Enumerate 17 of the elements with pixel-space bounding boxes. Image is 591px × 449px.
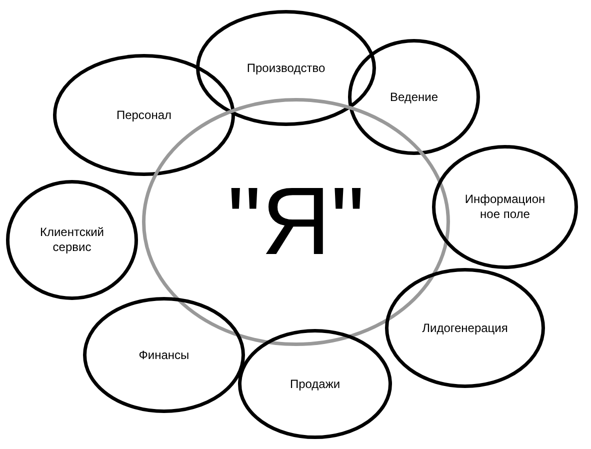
- ellipse-node: [6, 180, 138, 300]
- node-label: Продажи: [290, 376, 340, 392]
- ellipse-node: [53, 54, 235, 176]
- node-label: Персонал: [116, 108, 172, 122]
- node-label: Финансы: [138, 348, 190, 362]
- node-label: Клиентский сервис: [38, 225, 105, 255]
- center-label: "Я": [227, 174, 365, 270]
- ellipse-node: [238, 329, 392, 439]
- ellipse-node: [196, 10, 376, 126]
- ellipse-node: [385, 268, 545, 388]
- node-label: Информацион ное поле: [464, 192, 546, 222]
- ellipse-node: [432, 145, 578, 269]
- node-label: Ведение: [390, 90, 438, 104]
- node-label: Производство: [246, 60, 326, 76]
- node-label: Лидогенерация: [422, 320, 508, 336]
- ellipse-node: [83, 297, 245, 413]
- ellipse-node: [348, 39, 480, 155]
